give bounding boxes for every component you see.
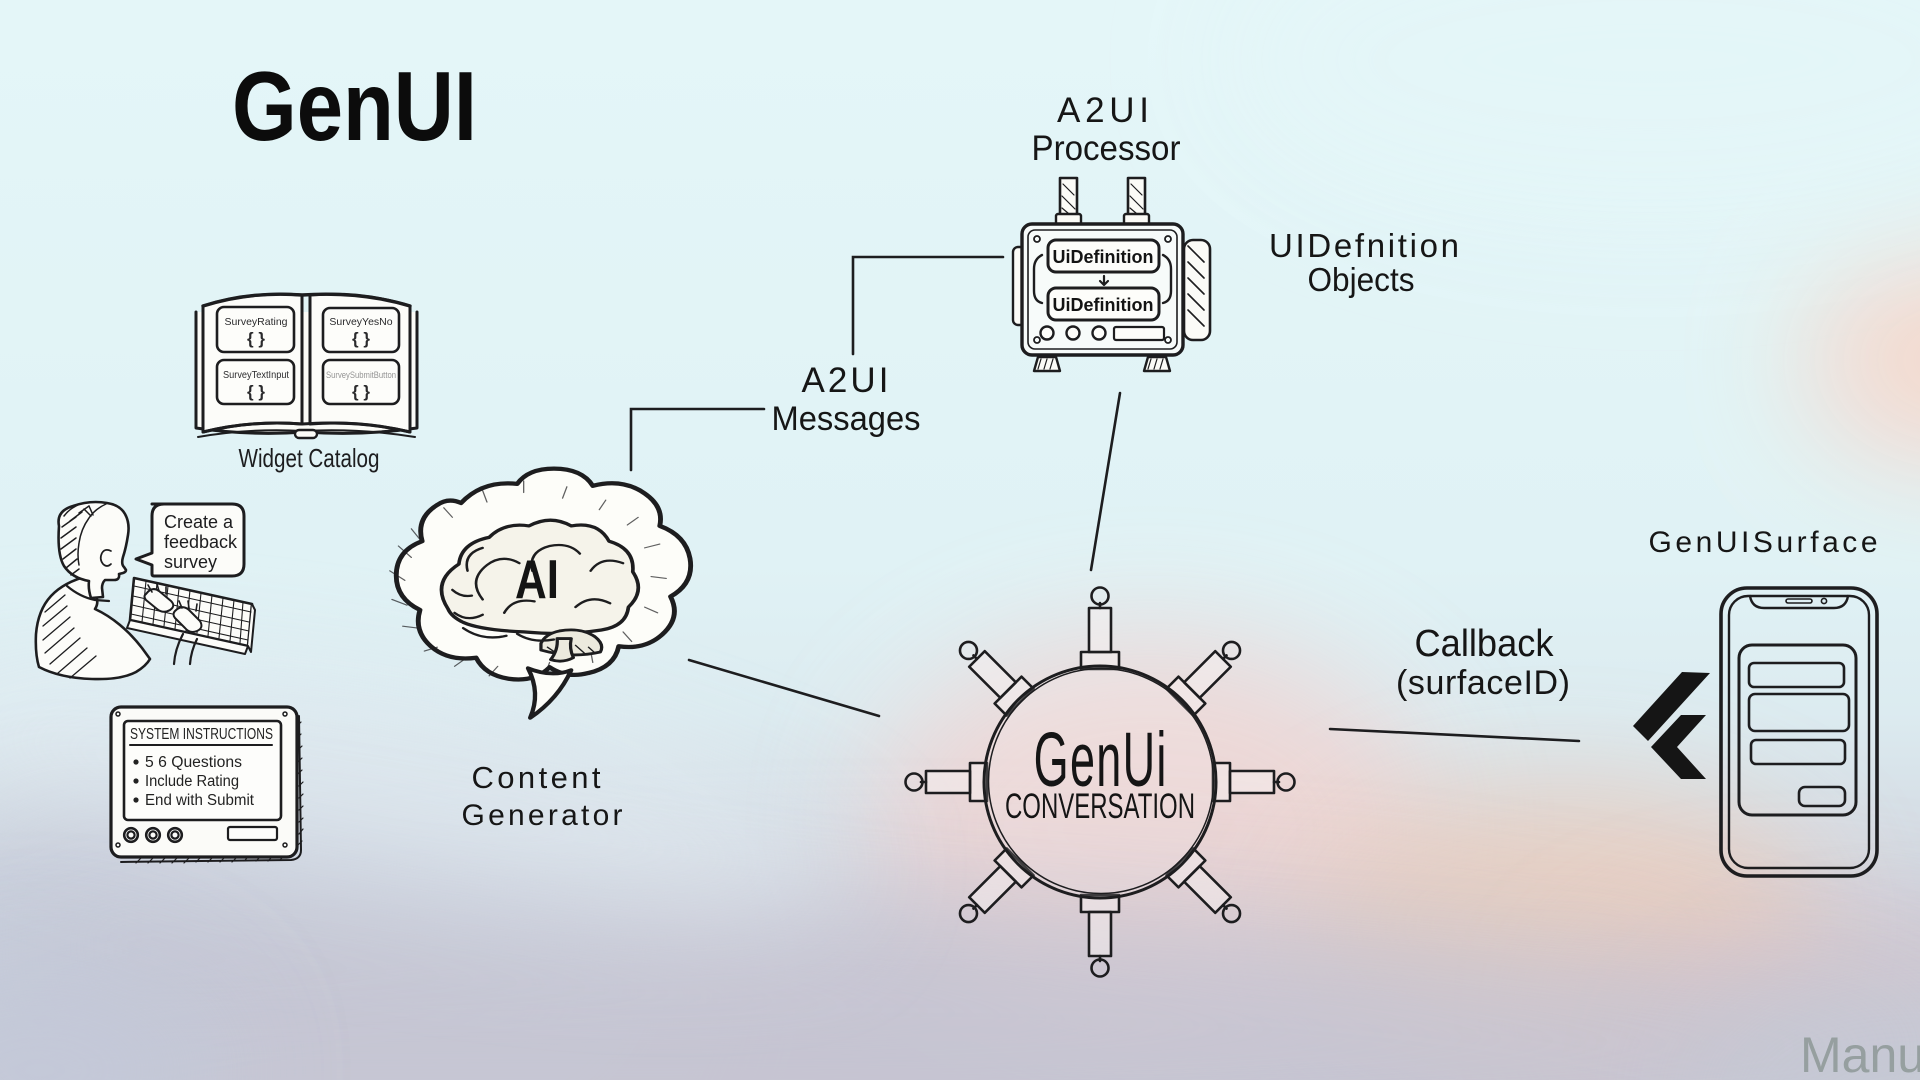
svg-text:Create a: Create a	[164, 512, 234, 532]
svg-text:feedback: feedback	[164, 532, 238, 552]
svg-text:UiDefinition: UiDefinition	[1053, 295, 1154, 315]
svg-text:Objects: Objects	[1308, 261, 1415, 298]
svg-text:Messages: Messages	[772, 400, 921, 438]
svg-text:Callback: Callback	[1415, 623, 1555, 665]
svg-text:AI: AI	[515, 548, 559, 610]
svg-text:SurveySubmitButton: SurveySubmitButton	[326, 370, 396, 381]
svg-text:Processor: Processor	[1032, 129, 1181, 168]
svg-text:{ }: { }	[247, 329, 265, 348]
svg-text:GenUi: GenUi	[1034, 718, 1167, 803]
svg-text:SurveyTextInput: SurveyTextInput	[223, 369, 289, 381]
svg-text:GenUISurface: GenUISurface	[1649, 526, 1878, 559]
svg-text:SYSTEM INSTRUCTIONS: SYSTEM INSTRUCTIONS	[130, 726, 273, 743]
svg-text:survey: survey	[164, 552, 217, 572]
svg-text:A2UI: A2UI	[1057, 91, 1149, 130]
svg-text:{ }: { }	[352, 382, 370, 401]
svg-text:Widget Catalog: Widget Catalog	[239, 443, 380, 473]
svg-text:{ }: { }	[247, 382, 265, 401]
svg-text:SurveyYesNo: SurveyYesNo	[329, 316, 392, 328]
svg-text:Include Rating: Include Rating	[145, 773, 239, 790]
svg-text:Manu: Manu	[1800, 1027, 1920, 1080]
svg-text:End with Submit: End with Submit	[145, 792, 255, 809]
svg-text:{ }: { }	[352, 329, 370, 348]
svg-text:Generator: Generator	[462, 799, 623, 832]
svg-text:UiDefinition: UiDefinition	[1053, 247, 1154, 267]
svg-text:UIDefnition: UIDefnition	[1269, 227, 1459, 264]
svg-text:(surfaceID): (surfaceID)	[1396, 664, 1570, 702]
svg-text:SurveyRating: SurveyRating	[224, 316, 287, 328]
svg-text:CONVERSATION: CONVERSATION	[1005, 787, 1195, 826]
svg-text:A2UI: A2UI	[802, 361, 889, 400]
svg-text:5 6 Questions: 5 6 Questions	[145, 754, 242, 771]
svg-text:GenUI: GenUI	[232, 51, 477, 161]
